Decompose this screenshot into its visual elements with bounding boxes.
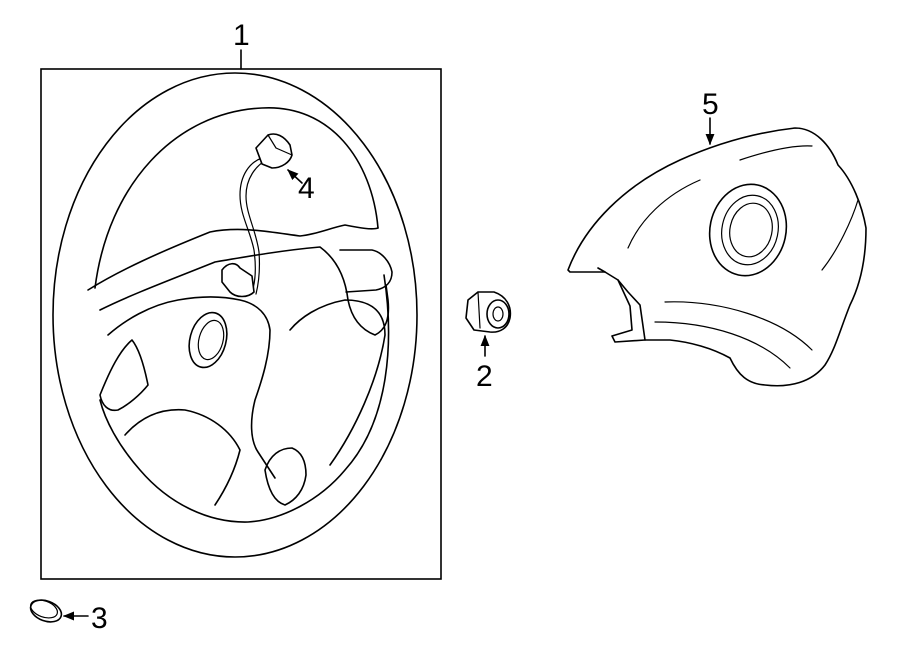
airbag-cover-lower-curve-2 xyxy=(654,321,791,369)
steering-wheel-emblem-outer xyxy=(188,311,228,369)
callout-2: 2 xyxy=(476,360,493,393)
airbag-emblem-mid xyxy=(721,194,779,266)
horn-connector-face xyxy=(255,134,293,165)
nut-part xyxy=(465,291,512,357)
cap-part xyxy=(29,599,89,623)
callout-3: 3 xyxy=(91,602,108,635)
steering-wheel-emblem-inner xyxy=(197,319,225,361)
cap-edge xyxy=(29,599,59,619)
steering-wheel-frame xyxy=(40,68,442,580)
steering-wheel-lower-left-spoke xyxy=(124,408,241,506)
nut-edge xyxy=(477,291,481,329)
steering-wheel-rim-outer xyxy=(52,72,418,558)
horn-wire-part xyxy=(221,133,293,298)
nut-hole xyxy=(492,306,504,322)
airbag-cover-lower-curve xyxy=(664,301,813,351)
nut-face xyxy=(486,299,510,329)
steering-wheel-hub-outline xyxy=(99,246,390,336)
horn-wire-2 xyxy=(245,159,267,295)
steering-wheel-lower-right-spoke xyxy=(289,299,386,466)
airbag-cover-outline xyxy=(567,127,867,387)
steering-wheel-rim-inner xyxy=(94,107,390,523)
steering-wheel-right-pad xyxy=(339,249,393,293)
airbag-cover-mid-curve xyxy=(627,179,701,249)
airbag-cover-right-curve xyxy=(821,199,859,271)
steering-wheel-part xyxy=(40,49,442,580)
steering-wheel-center xyxy=(107,296,276,479)
airbag-emblem-inner xyxy=(729,202,773,258)
horn-terminal xyxy=(221,262,255,298)
airbag-cover-inner-ridge xyxy=(597,267,646,341)
airbag-cover-upper-curve xyxy=(739,145,813,161)
steering-wheel-upper-spoke xyxy=(87,224,379,291)
arrow-4 xyxy=(287,169,303,184)
callout-4: 4 xyxy=(298,172,315,205)
callout-1: 1 xyxy=(233,19,250,52)
callout-5: 5 xyxy=(702,88,719,121)
steering-wheel-left-spoke xyxy=(99,339,149,412)
steering-wheel-bottom-notch xyxy=(264,447,307,506)
airbag-emblem-outer xyxy=(708,183,788,277)
airbag-cover-part xyxy=(567,117,867,387)
horn-wire xyxy=(239,157,263,293)
